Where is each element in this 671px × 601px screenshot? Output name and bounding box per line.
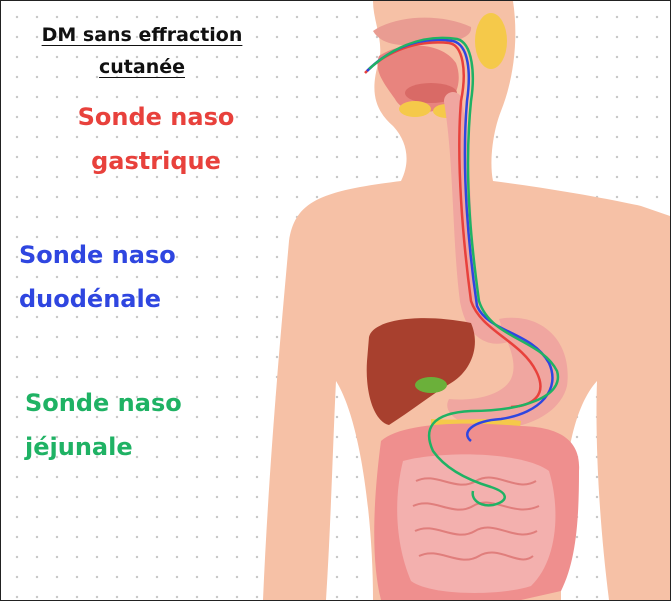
small-intestine — [397, 454, 555, 593]
gallbladder — [415, 377, 447, 393]
salivary-gland-lower — [399, 101, 431, 117]
salivary-gland — [475, 13, 507, 69]
